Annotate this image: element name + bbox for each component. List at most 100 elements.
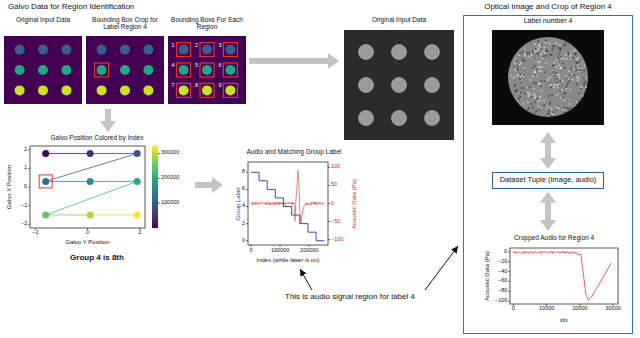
speckle — [572, 57, 574, 59]
speckle — [578, 61, 580, 63]
colorbar-tick: 300000 — [161, 150, 179, 156]
tick-mark — [28, 149, 30, 150]
speckle — [585, 77, 587, 79]
speckle — [534, 101, 536, 103]
speckle — [565, 75, 567, 77]
speckle — [575, 53, 577, 55]
panel-title: Original Input Data — [16, 16, 70, 23]
speckle — [559, 77, 561, 79]
speckle — [552, 111, 554, 113]
galvo-dot — [202, 45, 212, 55]
tick-label: 0 — [86, 230, 89, 236]
acoustic-trace — [513, 251, 611, 300]
axis-label: Acoustic Data (Pa) — [484, 251, 490, 301]
speckle — [553, 64, 555, 66]
callout-number: 5 — [195, 63, 198, 69]
tick-mark — [508, 261, 510, 262]
speckle — [560, 58, 562, 60]
tick-mark — [508, 301, 510, 302]
speckle — [543, 49, 545, 51]
panel-title: Bounding Boxs For Each Region — [168, 16, 246, 31]
speckle — [534, 65, 536, 67]
axis-label: Galvo Y Position — [66, 239, 110, 245]
speckle — [524, 54, 526, 56]
speckle — [578, 77, 580, 79]
speckle — [569, 103, 571, 105]
galvo-dot — [143, 65, 153, 75]
speckle — [560, 48, 562, 50]
callout-number: 7 — [172, 83, 175, 89]
tick-mark — [508, 291, 510, 292]
speckle — [580, 58, 582, 60]
speckle — [563, 97, 565, 99]
speckle — [521, 75, 523, 77]
speckle — [516, 75, 518, 77]
image-panel: Original Input Data — [342, 16, 456, 142]
speckle — [559, 83, 561, 85]
tick-mark — [328, 203, 330, 204]
speckle — [524, 60, 526, 62]
speckle — [566, 58, 568, 60]
speckle — [556, 82, 558, 84]
speckle — [552, 71, 554, 73]
speckle — [543, 56, 545, 58]
speckle — [576, 59, 578, 61]
axis-label: Acoustic Data (Pa) — [351, 178, 357, 228]
speckle — [543, 80, 545, 82]
callout-number: 2 — [195, 43, 198, 49]
speckle — [555, 66, 557, 68]
tick-label: 8 — [242, 169, 245, 175]
speckle — [520, 62, 522, 64]
speckle — [536, 53, 538, 55]
speckle — [538, 105, 540, 107]
tick-mark — [250, 245, 251, 247]
galvo-dot — [179, 85, 189, 95]
tick-label: 4 — [242, 203, 245, 209]
speckle — [522, 52, 524, 54]
speckle — [583, 77, 585, 79]
speckle — [527, 108, 529, 110]
speckle — [559, 84, 561, 86]
speckle — [550, 87, 552, 89]
speckle — [516, 89, 518, 91]
speckle — [527, 53, 529, 55]
galvo-dot — [15, 45, 25, 55]
speckle — [519, 96, 521, 98]
speckle — [538, 83, 540, 85]
speckle — [562, 109, 564, 111]
speckle — [534, 95, 536, 97]
speckle — [561, 67, 563, 69]
crop-spot — [508, 37, 588, 117]
tick-label: −2 — [32, 230, 38, 236]
speckle — [556, 109, 558, 111]
galvo-dot — [61, 45, 71, 55]
speckle — [529, 86, 531, 88]
speckle — [541, 70, 543, 72]
speckle — [534, 97, 536, 99]
chart-panel: Audio and Matching Group Label — [226, 148, 362, 266]
speckle — [541, 49, 543, 51]
tick-mark — [328, 167, 330, 168]
tick-mark — [246, 240, 248, 241]
tick-mark — [508, 281, 510, 282]
colorbar — [152, 146, 158, 228]
callout-number: 8 — [195, 83, 198, 89]
tick-mark — [246, 206, 248, 207]
speckle — [580, 67, 582, 69]
speckle — [522, 58, 524, 60]
speckle — [547, 79, 549, 81]
flow-arrow — [249, 58, 328, 64]
speckle — [581, 71, 583, 73]
speckle — [537, 101, 539, 103]
speckle — [556, 77, 558, 79]
flow-arrow — [195, 182, 212, 188]
speckle — [547, 107, 549, 109]
tick-mark — [328, 221, 330, 222]
speckle — [534, 71, 536, 73]
axis-label: Group Label — [234, 187, 240, 220]
speckle — [545, 55, 547, 57]
speckle — [527, 101, 529, 103]
optical-spot — [359, 45, 374, 60]
trace-line — [46, 153, 90, 154]
